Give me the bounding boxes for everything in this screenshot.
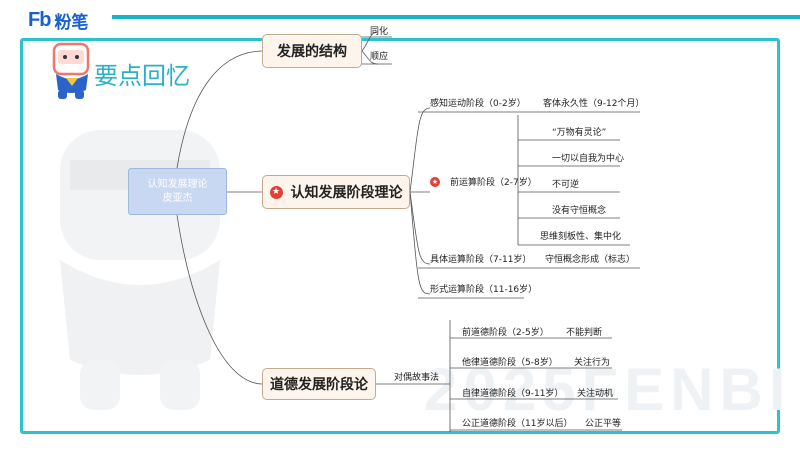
branch-cognitive-label: 认知发展阶段理论 [290,185,403,201]
header-rule [112,15,800,19]
branch-structure[interactable]: 发展的结构 [262,34,362,68]
object-permanence-note: 客体永久性（9-12个月） [543,99,645,109]
content-frame [20,38,780,434]
formal-operational-stage: 形式运算阶段（11-16岁） [430,285,538,295]
autonomous-stage: 自律道德阶段（9-11岁） [462,389,564,399]
star-icon: ★ [269,185,283,199]
heteronomous-stage: 他律道德阶段（5-8岁） [462,358,558,368]
root-node[interactable]: 认知发展理论 皮亚杰 [128,168,227,215]
brand-name: 粉笔 [54,12,89,33]
root-title: 认知发展理论 [147,178,208,190]
feature-irreversibility: 不可逆 [552,180,580,190]
mascot-icon [52,42,90,99]
justice-note: 公正平等 [585,419,622,429]
concrete-operational-stage: 具体运算阶段（7-11岁） [430,255,532,265]
assimilation-leaf: 同化 [370,27,389,37]
feature-egocentrism: 一切以自我为中心 [552,154,625,164]
star-icon: ★ [430,176,440,187]
brand-logo: Fb [28,8,51,31]
accommodation-leaf: 顺应 [370,52,389,62]
justice-stage: 公正道德阶段（11岁以后） [462,419,573,429]
premoral-stage: 前道德阶段（2-5岁） [462,328,549,338]
brand: Fb 粉笔 [28,8,89,33]
feature-animism: “万物有灵论” [552,128,607,138]
branch-structure-label: 发展的结构 [277,44,347,60]
branch-cognitive[interactable]: ★ 认知发展阶段理论 [262,175,410,209]
watermark: 2025FENBI [424,356,792,423]
feature-no-conservation: 没有守恒概念 [552,206,607,216]
branch-moral-label: 道德发展阶段论 [270,377,368,393]
preoperational-label: 前运算阶段（2-7岁） [450,178,537,188]
section-title: 要点回忆 [94,62,190,90]
feature-centration: 思维刻板性、集中化 [540,232,622,242]
heteronomous-note: 关注行为 [574,358,611,368]
root-author: 皮亚杰 [162,192,193,204]
autonomous-note: 关注动机 [577,389,614,399]
paired-story-method: 对偶故事法 [394,373,440,383]
preoperational-stage: ★ 前运算阶段（2-7岁） [430,175,537,188]
branch-moral[interactable]: 道德发展阶段论 [262,368,376,400]
sensorimotor-stage: 感知运动阶段（0-2岁） [430,99,526,109]
premoral-note: 不能判断 [566,328,603,338]
conservation-note: 守恒概念形成（标志） [545,255,636,265]
